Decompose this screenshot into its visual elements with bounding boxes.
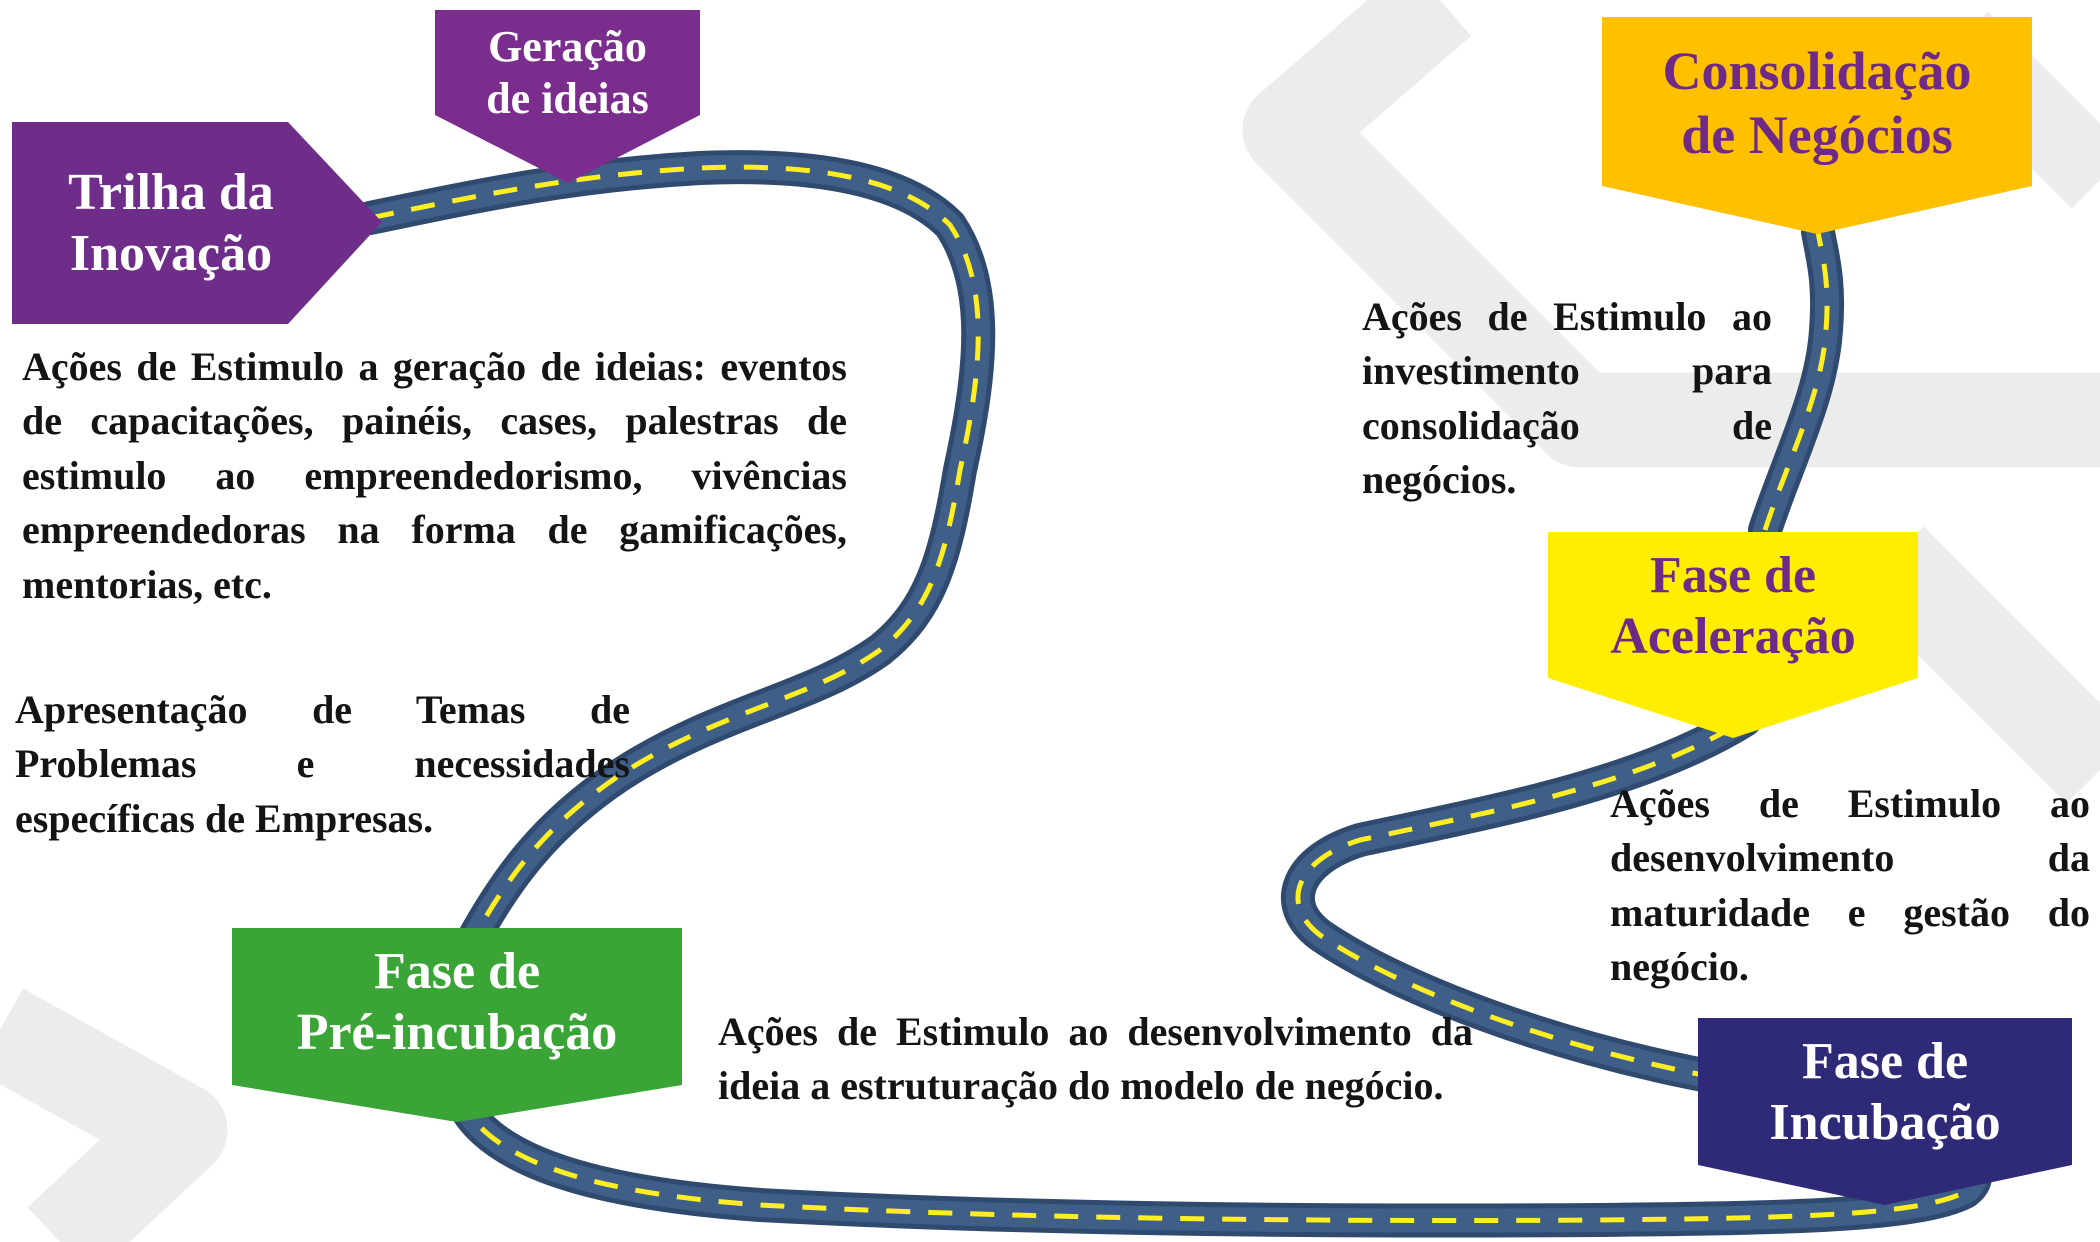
pre-incubacao-line2: Pré-incubação xyxy=(296,1004,618,1061)
watermark-shape xyxy=(1242,0,2100,468)
consolidacao-line1: Consolidação xyxy=(1662,41,1972,102)
road xyxy=(353,150,1992,1238)
geracao-de-ideias-label: Geração de ideias xyxy=(435,14,700,132)
geracao-description-text: Ações de Estimulo a geração de ideias: e… xyxy=(22,344,847,607)
trilha-line2: Inovação xyxy=(69,225,273,282)
trilha-da-inovacao-arrow-shape xyxy=(12,122,382,324)
aceleracao-label: Fase de Aceleração xyxy=(1548,536,1918,676)
incubacao-label: Fase de Incubação xyxy=(1698,1022,2072,1162)
consolidacao-line2: de Negócios xyxy=(1681,105,1953,165)
incubacao-line1: Fase de xyxy=(1801,1032,1969,1090)
phase-shapes xyxy=(12,10,2072,1205)
aceleracao-line2: Aceleração xyxy=(1610,608,1856,665)
pre-incubacao-description-text: Ações de Estimulo ao desenvolvimento da … xyxy=(718,1009,1473,1109)
pre-incubacao-label: Fase de Pré-incubação xyxy=(232,932,682,1072)
incubacao-pentagon-shape xyxy=(1698,1018,2072,1205)
consolidacao-pentagon-shape xyxy=(1602,17,2032,234)
geracao-line1: Geração xyxy=(488,22,647,72)
geracao-de-ideias-pentagon-shape xyxy=(435,10,700,183)
incubacao-line2: Incubação xyxy=(1769,1094,2001,1151)
pre-incubacao-description: Ações de Estimulo ao desenvolvimento da … xyxy=(718,1005,1473,1114)
trilha-da-inovacao-label: Trilha da Inovação xyxy=(12,130,330,316)
incubacao-description-text: Ações de Estimulo ao desenvolvimento da … xyxy=(1610,781,2090,990)
aceleracao-pentagon-shape xyxy=(1548,532,1918,738)
consolidacao-description-text: Ações de Estimulo ao investimento para c… xyxy=(1362,294,1772,503)
consolidacao-label: Consolidação de Negócios xyxy=(1602,24,2032,184)
trilha-line1: Trilha da xyxy=(68,163,274,221)
temas-description-text: Apresentação de Temas de Problemas e nec… xyxy=(15,687,630,841)
watermark-shape xyxy=(1856,526,2100,804)
watermark-shape xyxy=(0,988,228,1242)
temas-description: Apresentação de Temas de Problemas e nec… xyxy=(15,683,630,846)
geracao-line2: de ideias xyxy=(486,74,649,123)
incubacao-description: Ações de Estimulo ao desenvolvimento da … xyxy=(1610,777,2090,995)
aceleracao-line1: Fase de xyxy=(1649,546,1817,604)
road-center-dashes xyxy=(369,164,1978,1223)
geracao-description: Ações de Estimulo a geração de ideias: e… xyxy=(22,340,847,612)
pre-incubacao-line1: Fase de xyxy=(373,942,541,1000)
pre-incubacao-pentagon-shape xyxy=(232,928,682,1122)
consolidacao-description: Ações de Estimulo ao investimento para c… xyxy=(1362,290,1772,508)
